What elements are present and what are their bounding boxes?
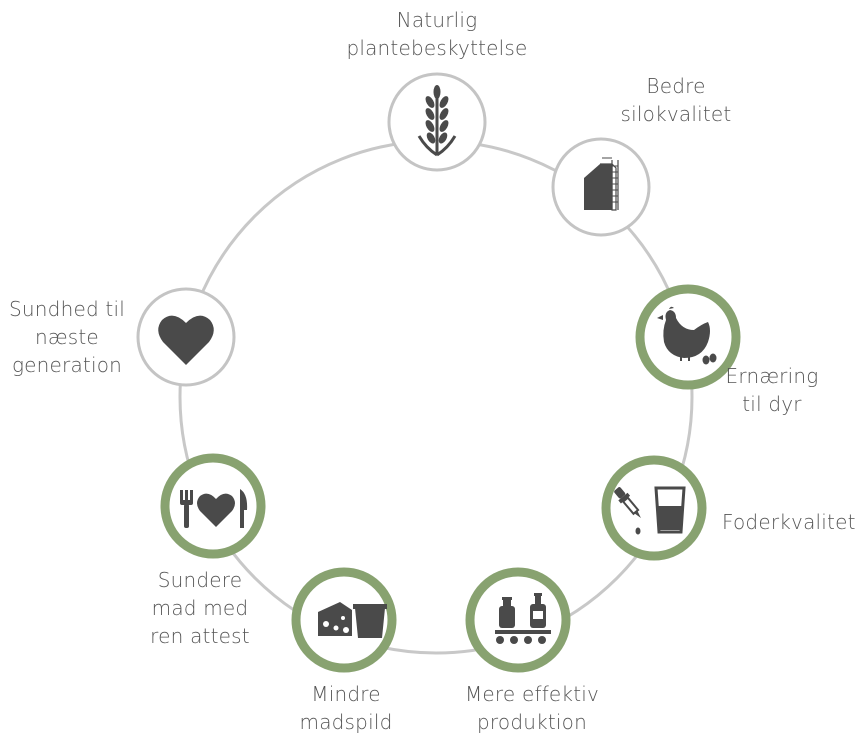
node-production [465,567,571,673]
node-waste [291,567,397,673]
cheese-cup-icon [318,602,387,638]
label-waste: Mindre madspild [286,680,406,736]
label-animal: Ernæring til dyr [712,362,832,418]
label-health: Sundhed til næste generation [2,295,132,379]
conveyor-bottles-icon [495,593,551,644]
node-feed [601,455,707,561]
node-health [136,287,236,387]
label-line: Naturlig [396,8,478,32]
label-line: næste [35,325,99,349]
label-line: madspild [299,710,393,734]
label-line: produktion [477,710,587,734]
label-line: mad med [151,596,249,620]
node-plant [387,72,487,172]
label-line: Mere effektiv [464,682,600,706]
label-line: Foderkvalitet [722,510,856,534]
label-plant: Naturlig plantebeskyttelse [317,6,557,62]
node-animal [635,284,741,390]
label-line: Bedre [646,74,706,98]
label-line: silokvalitet [620,102,732,126]
label-line: til dyr [742,392,802,416]
label-production: Mere effektiv produktion [442,680,622,736]
label-line: generation [11,353,123,377]
silo-icon [584,157,619,211]
label-line: Sundere [157,568,243,592]
heart-icon [158,315,214,365]
label-line: plantebeskyttelse [346,36,528,60]
label-line: Sundhed til [9,297,125,321]
label-line: Mindre [311,682,381,706]
node-food [160,453,266,559]
label-silo: Bedre silokvalitet [596,72,756,128]
hen-icon [657,306,717,365]
node-silo [551,137,651,237]
fork-heart-knife-icon [180,489,248,528]
dropper-glass-icon [614,486,686,535]
wheat-icon [417,85,457,157]
label-food: Sundere mad med ren attest [140,566,260,650]
label-line: ren attest [150,624,250,648]
label-feed: Foderkvalitet [722,508,856,536]
label-line: Ernæring [725,364,819,388]
